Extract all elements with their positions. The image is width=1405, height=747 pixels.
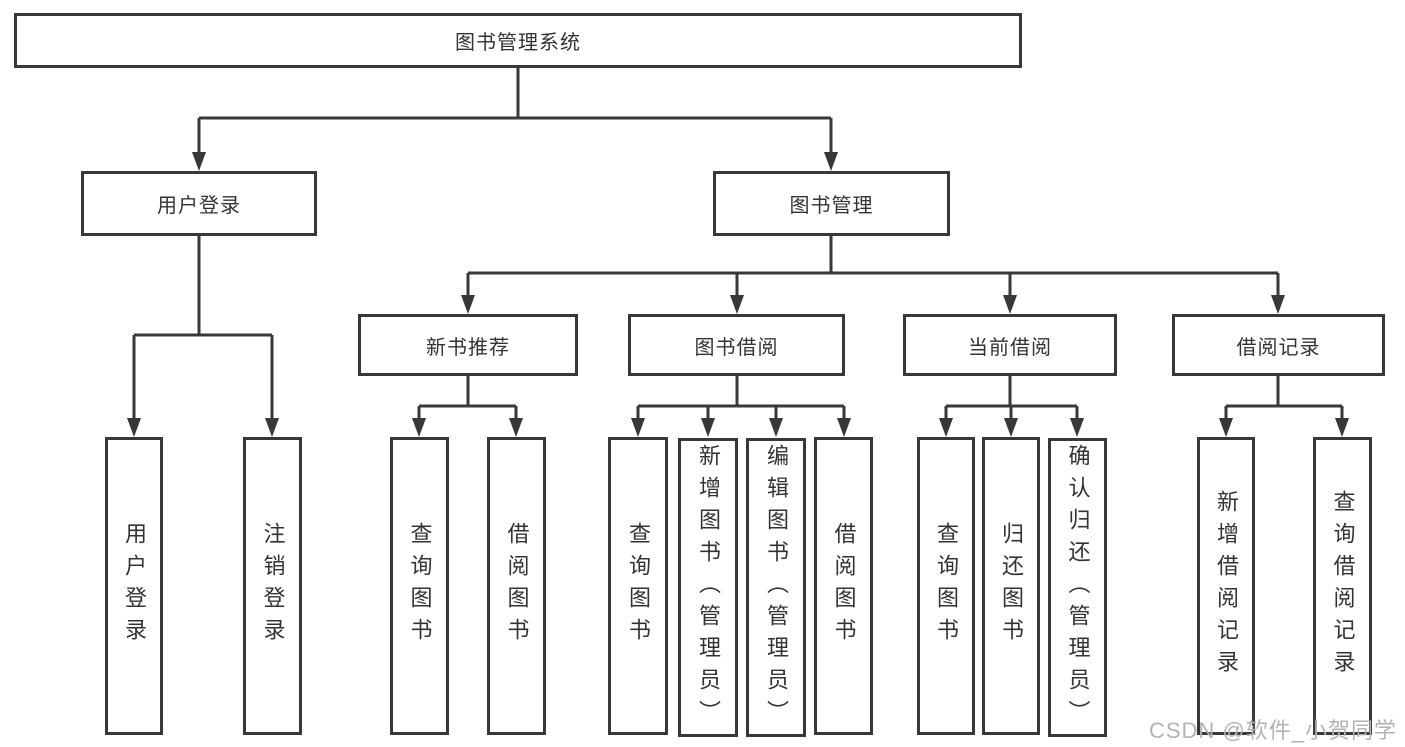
node-label: 当前借阅	[968, 336, 1052, 359]
leaf-label: 借阅图书	[504, 522, 530, 650]
connector-book-borrow	[631, 376, 851, 437]
leaf-label: 确认归还（管理员）	[1065, 443, 1091, 732]
node-new-book-recommend: 新书推荐	[358, 314, 578, 376]
connector-user-login-to-leaves	[127, 236, 279, 437]
node-borrow-records: 借阅记录	[1172, 314, 1385, 376]
connector-borrow-records	[1219, 376, 1349, 437]
node-book-borrow: 图书借阅	[628, 314, 845, 376]
node-library-management-system: 图书管理系统	[14, 13, 1022, 68]
leaf-add-borrow-record: 新增借阅记录	[1197, 437, 1255, 735]
node-book-management: 图书管理	[713, 171, 950, 236]
leaf-borrow-books-1: 借阅图书	[487, 437, 546, 735]
node-label: 图书借阅	[694, 336, 779, 359]
leaf-label: 新增借阅记录	[1214, 490, 1239, 682]
watermark: CSDN @软件_小贺同学	[1148, 718, 1397, 743]
node-label: 借阅记录	[1236, 336, 1321, 359]
leaf-label: 编辑图书（管理员）	[764, 443, 789, 732]
leaf-query-books-1: 查询图书	[390, 437, 449, 735]
leaf-label: 查询图书	[407, 522, 433, 650]
leaf-user-login: 用户登录	[105, 437, 163, 735]
leaf-query-borrow-record: 查询借阅记录	[1313, 437, 1372, 735]
leaf-query-books-2: 查询图书	[608, 437, 668, 735]
leaf-label: 注销登录	[260, 522, 286, 650]
leaf-query-books-3: 查询图书	[917, 437, 975, 735]
connector-new-book-recommend	[412, 376, 523, 437]
leaf-label: 查询图书	[934, 522, 959, 650]
connector-root-to-level1	[192, 68, 838, 171]
node-label: 新书推荐	[426, 336, 510, 359]
leaf-label: 用户登录	[122, 522, 147, 650]
node-label: 图书管理	[789, 195, 874, 217]
leaf-label: 查询借阅记录	[1330, 490, 1356, 682]
node-user-login: 用户登录	[81, 171, 317, 236]
node-current-borrow: 当前借阅	[903, 314, 1117, 376]
node-label: 用户登录	[157, 195, 241, 217]
connector-current-borrow	[939, 376, 1084, 437]
leaf-add-books-admin: 新增图书（管理员）	[678, 438, 738, 737]
leaf-label: 查询图书	[626, 522, 651, 650]
leaf-logout: 注销登录	[243, 437, 302, 735]
leaf-label: 归还图书	[999, 522, 1024, 650]
node-label: 图书管理系统	[455, 32, 581, 54]
leaf-return-books: 归还图书	[982, 437, 1040, 735]
leaf-label: 新增图书（管理员）	[696, 443, 721, 732]
leaf-confirm-return-admin: 确认归还（管理员）	[1048, 438, 1107, 737]
leaf-borrow-books-2: 借阅图书	[814, 437, 873, 735]
leaf-edit-books-admin: 编辑图书（管理员）	[746, 438, 806, 737]
connector-book-management-to-level2	[461, 236, 1285, 314]
leaf-label: 借阅图书	[831, 522, 857, 650]
